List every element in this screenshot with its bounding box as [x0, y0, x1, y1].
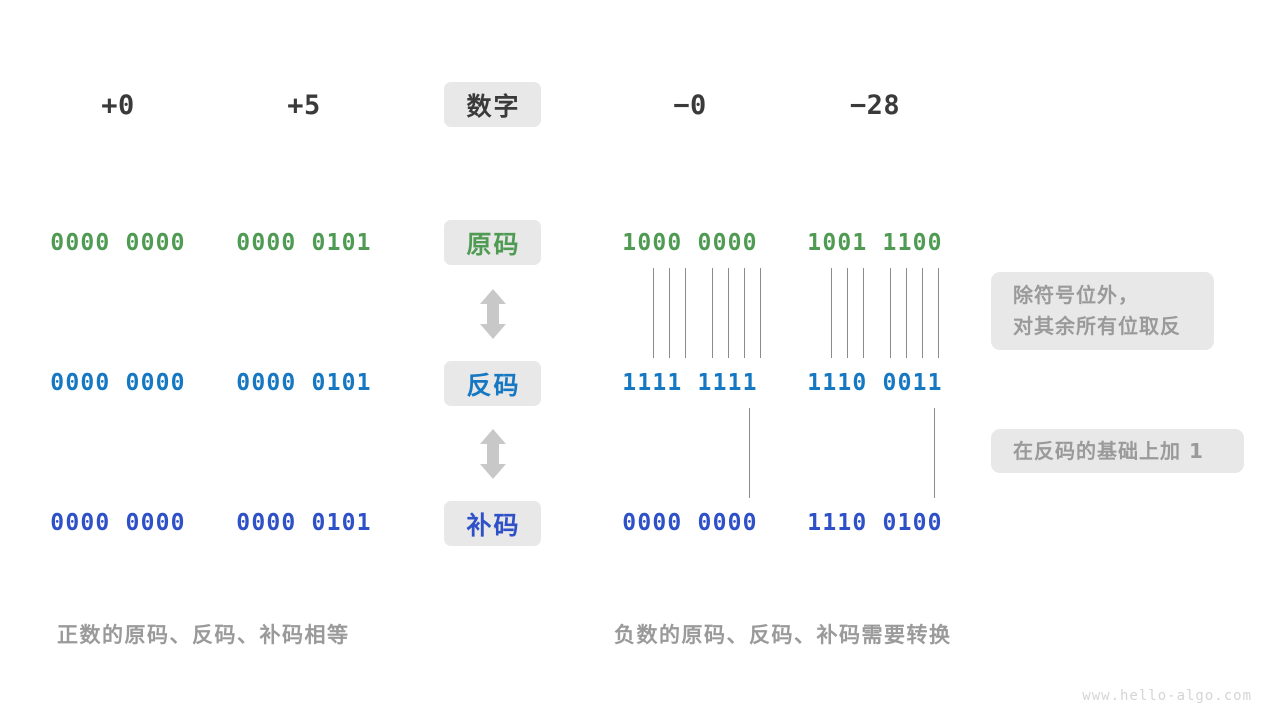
connector-line — [744, 268, 745, 358]
connector-line — [890, 268, 891, 358]
annotation-line: 对其余所有位取反 — [1013, 314, 1181, 338]
annotation-line: 除符号位外， — [1013, 283, 1139, 307]
twos-complement-plus-zero: 0000 0000 — [50, 509, 186, 536]
connector-line — [749, 408, 750, 498]
watermark: www.hello-algo.com — [1082, 688, 1252, 704]
row-label-ones-complement: 反码 — [444, 361, 541, 406]
ones-complement-plus-five: 0000 0101 — [236, 369, 372, 396]
annotation-line: 在反码的基础上加 1 — [1013, 438, 1204, 463]
double-arrow-vertical-icon — [478, 288, 508, 340]
connector-line — [712, 268, 713, 358]
ones-complement-minus-twentyeight: 1110 0011 — [807, 369, 943, 396]
connector-line — [760, 268, 761, 358]
annotation-add-one-note: 在反码的基础上加 1 — [991, 429, 1244, 473]
true-form-plus-five: 0000 0101 — [236, 229, 372, 256]
twos-complement-plus-five: 0000 0101 — [236, 509, 372, 536]
header-value-minus-twentyeight: −28 — [849, 89, 901, 121]
connector-line — [831, 268, 832, 358]
true-form-minus-twentyeight: 1001 1100 — [807, 229, 943, 256]
connector-line — [934, 408, 935, 498]
annotation-invert-note: 除符号位外， 对其余所有位取反 — [991, 272, 1214, 350]
row-label-true-form: 原码 — [444, 220, 541, 265]
connector-line — [669, 268, 670, 358]
connector-line — [847, 268, 848, 358]
ones-complement-minus-zero: 1111 1111 — [622, 369, 758, 396]
true-form-plus-zero: 0000 0000 — [50, 229, 186, 256]
row-label-number: 数字 — [444, 82, 541, 127]
ones-complement-plus-zero: 0000 0000 — [50, 369, 186, 396]
header-value-plus-zero: +0 — [101, 89, 135, 121]
caption-positive-numbers: 正数的原码、反码、补码相等 — [57, 623, 350, 647]
caption-negative-numbers: 负数的原码、反码、补码需要转换 — [614, 623, 952, 647]
double-arrow-vertical-icon — [478, 428, 508, 480]
connector-line — [863, 268, 864, 358]
twos-complement-minus-twentyeight: 1110 0100 — [807, 509, 943, 536]
header-value-plus-five: +5 — [287, 89, 321, 121]
connector-line — [653, 268, 654, 358]
true-form-minus-zero: 1000 0000 — [622, 229, 758, 256]
connector-line — [938, 268, 939, 358]
connector-line — [728, 268, 729, 358]
header-value-minus-zero: −0 — [673, 89, 707, 121]
connector-line — [906, 268, 907, 358]
connector-line — [685, 268, 686, 358]
connector-line — [922, 268, 923, 358]
twos-complement-minus-zero: 0000 0000 — [622, 509, 758, 536]
row-label-twos-complement: 补码 — [444, 501, 541, 546]
